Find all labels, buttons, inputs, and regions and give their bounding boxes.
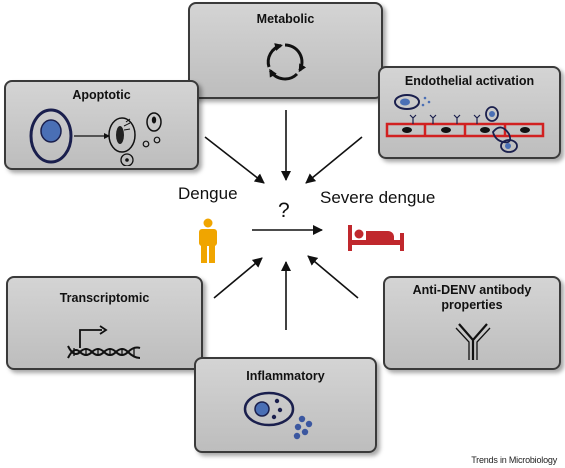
endothelium-icon bbox=[385, 94, 545, 153]
recycle-arrows-icon bbox=[266, 43, 307, 81]
severe-dengue-label: Severe dengue bbox=[320, 188, 436, 207]
question-mark: ? bbox=[278, 199, 290, 222]
antibody-title-line2: properties bbox=[441, 298, 503, 312]
inflammatory-title: Inflammatory bbox=[246, 369, 325, 383]
endothelial-panel: Endothelial activation bbox=[378, 66, 561, 159]
apoptotic-title: Apoptotic bbox=[72, 88, 131, 102]
apoptotic-panel: Apoptotic bbox=[4, 80, 199, 170]
arrow-from-antibody bbox=[307, 255, 359, 299]
arrow-from-endothelial bbox=[305, 136, 363, 184]
antibody-y-icon bbox=[455, 323, 491, 360]
metabolic-title: Metabolic bbox=[256, 12, 315, 26]
hospital-bed-icon bbox=[348, 225, 404, 251]
arrow-from-transcriptomic bbox=[213, 257, 263, 299]
transcriptomic-panel: Transcriptomic bbox=[6, 276, 203, 370]
inflammatory-cell-icon bbox=[243, 391, 313, 440]
person-icon bbox=[199, 218, 217, 263]
inflammatory-panel: Inflammatory bbox=[194, 357, 377, 453]
dna-transcription-icon bbox=[67, 325, 141, 359]
journal-credit: Trends in Microbiology bbox=[471, 455, 557, 465]
antibody-title-line1: Anti-DENV antibody bbox=[412, 283, 532, 297]
antibody-panel: Anti-DENV antibody properties bbox=[383, 276, 561, 370]
arrow-from-apoptotic bbox=[204, 136, 265, 184]
endothelial-title: Endothelial activation bbox=[404, 74, 535, 88]
dengue-label: Dengue bbox=[178, 184, 238, 203]
transcriptomic-title: Transcriptomic bbox=[59, 291, 150, 305]
apoptotic-cell-icon bbox=[29, 108, 162, 166]
metabolic-panel: Metabolic bbox=[188, 2, 383, 99]
